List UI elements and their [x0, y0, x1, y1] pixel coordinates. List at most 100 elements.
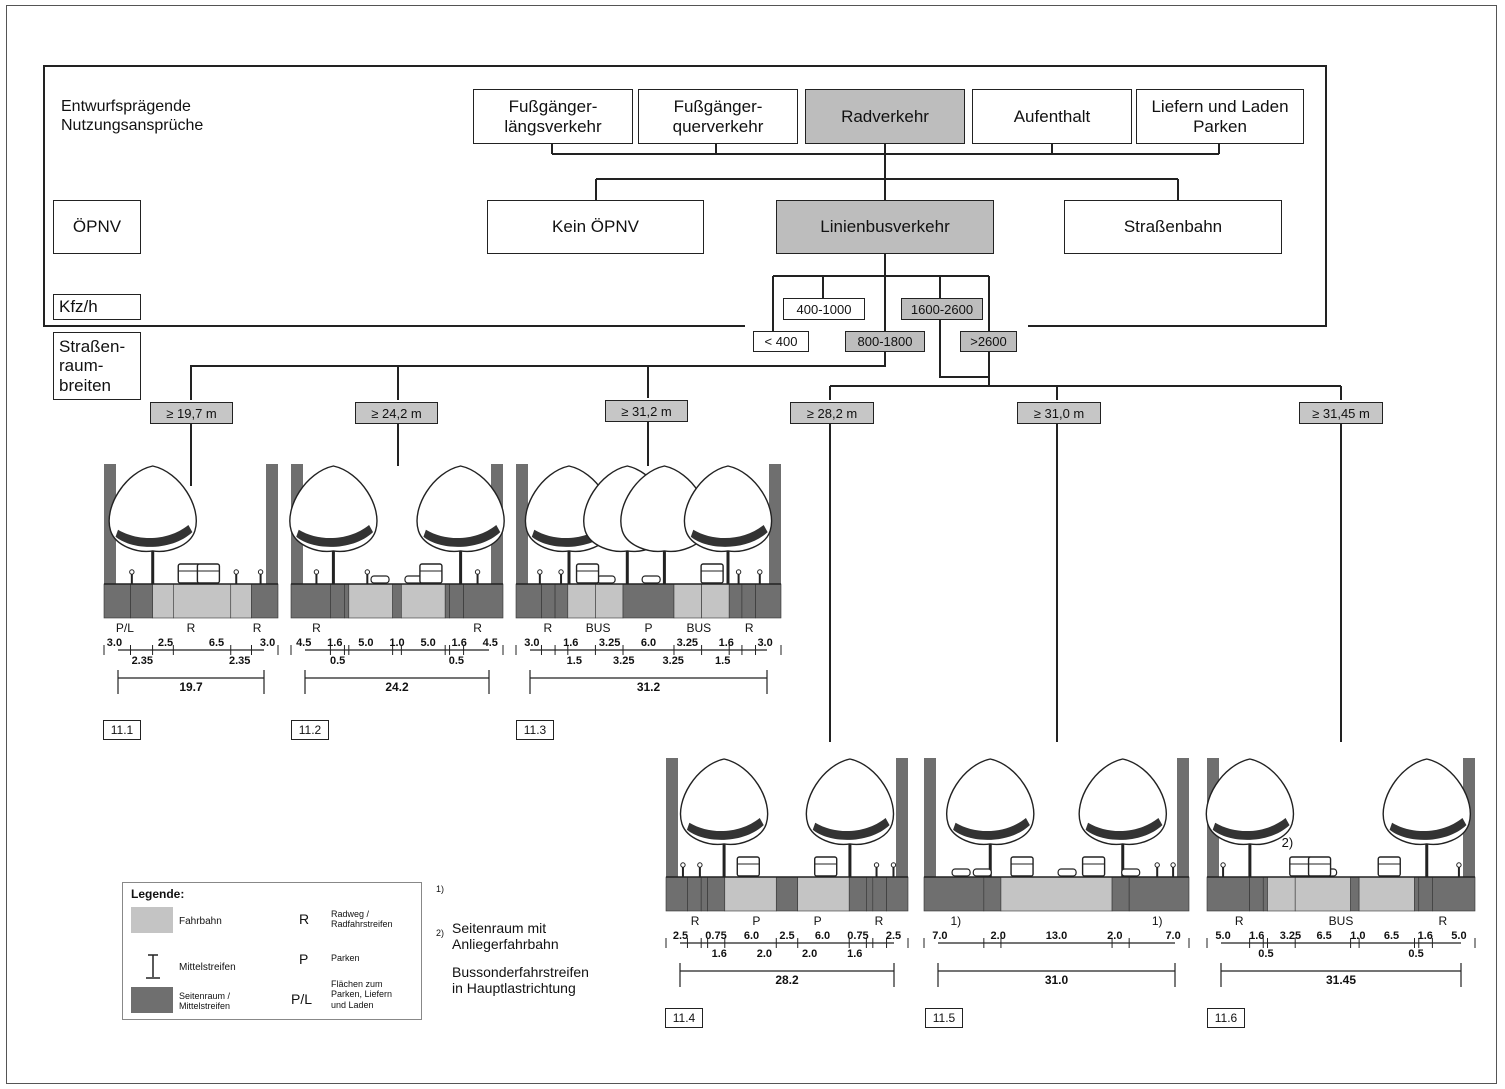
section-11-3-dim-top-4: 3.25 [677, 637, 698, 649]
section-11-3-person-2 [735, 569, 742, 584]
section-11-2-person-1 [364, 569, 371, 584]
section-11-4-person-0 [680, 862, 686, 877]
width-box-31-0: ≥ 31,0 m [1017, 402, 1101, 424]
section-11-1-strip-5 [251, 583, 279, 619]
section-11-2-tree-0 [289, 465, 378, 584]
section-11-6-strip-5 [1350, 876, 1360, 912]
section-id-11-1: 11.1 [103, 720, 141, 740]
section-11-1-person-0-head [129, 569, 135, 575]
section-11-4-strip-9 [872, 876, 887, 912]
section-11-1-strip-0 [103, 583, 131, 619]
footnote-1-marker: 1) [436, 884, 445, 894]
section-11-6-tree-0-shade [1212, 818, 1290, 840]
section-11-3-person-3 [757, 569, 763, 584]
section-11-5-dim-top-0: 7.0 [932, 930, 947, 942]
section-11-5-car-0 [951, 868, 971, 877]
section-11-5-car-1 [972, 868, 992, 877]
section-11-4-strip-8 [866, 876, 874, 912]
section-11-5-dim-top-4: 7.0 [1165, 930, 1180, 942]
section-11-5-tree-0 [946, 758, 1035, 877]
section-11-5-person-0-head [1154, 862, 1160, 868]
section-11-2-label-1: R [473, 621, 482, 635]
section-11-4-person-0-head [680, 862, 686, 868]
section-11-2-strip-2 [344, 583, 350, 619]
section-11-5-total: 31.0 [1045, 973, 1069, 987]
section-11-3-dim-bottom-1: 3.25 [613, 655, 634, 667]
section-11-3-strip-2 [554, 583, 569, 619]
section-11-5-strip-1 [983, 876, 1002, 912]
traffic-label: Kfz/h [53, 294, 141, 320]
section-11-1-label-1: R [187, 621, 196, 635]
section-11-3-person-1-head [558, 569, 564, 575]
section-11-4-strip-5 [775, 876, 799, 912]
section-11-4-person-2 [873, 862, 880, 877]
section-11-3-label-1: BUS [586, 621, 611, 635]
usage-box-pedestrian-longitudinal: Fußgänger- längsverkehr [473, 89, 633, 144]
section-11-2-label-0: R [312, 621, 321, 635]
section-11-3-strip-3 [567, 583, 596, 619]
section-11-4-strip-1 [687, 876, 702, 912]
section-11-5-dim-top-2: 13.0 [1046, 930, 1067, 942]
section-11-3-person-0 [537, 569, 543, 584]
footnote-1-text: Seitenraum mit Anliegerfahrbahn [452, 919, 559, 953]
section-11-4-dim-top-3: 2.5 [779, 930, 794, 942]
section-11-2-person-0-head [313, 569, 320, 575]
section-11-5-tree-0-shade [953, 818, 1030, 840]
section-11-6-strip-6 [1358, 876, 1415, 912]
section-11-4-person-1-head [697, 862, 703, 868]
legend-text-delivery: Flächen zum Parken, Liefern und Laden [331, 979, 393, 1010]
legend-text-median: Mittelstreifen [179, 962, 236, 973]
section-11-3-tree-3-shade [690, 525, 768, 547]
usage-requirements-label: Entwurfsprägende Nutzungsansprüche [61, 98, 204, 135]
section-11-4-dim-top-4: 6.0 [815, 930, 830, 942]
section-11-6-tree-0 [1205, 758, 1295, 877]
section-11-6-strip-9 [1432, 876, 1476, 912]
section-11-4-dim-top-2: 6.0 [744, 930, 759, 942]
section-11-1-dim-bottom-0: 2.35 [132, 655, 153, 667]
section-11-6-tree-1-shade [1389, 818, 1467, 840]
section-11-4-strip-7 [848, 876, 867, 912]
section-11-2-tree-1-crown [416, 465, 505, 553]
section-11-4-tree-1 [805, 758, 895, 877]
section-11-4-strip-2 [700, 876, 708, 912]
section-11-5-bus-1-body [1081, 856, 1106, 877]
section-11-2-strip-3 [348, 583, 393, 619]
section-11-2-dim-top-1: 1.6 [327, 637, 342, 649]
traffic-box-400-1000: 400-1000 [783, 298, 865, 320]
section-11-1-strip-2 [152, 583, 174, 619]
section-11-6-total: 31.45 [1326, 973, 1356, 987]
section-11-2-strip-4 [392, 583, 402, 619]
section-11-6-dim-top-3: 6.5 [1317, 930, 1332, 942]
section-11-6-tree-1 [1382, 758, 1471, 877]
section-11-6-strip-1 [1249, 876, 1264, 912]
opnv-label: ÖPNV [53, 200, 141, 254]
section-11-4-tree-0-crown [679, 758, 769, 846]
section-11-4-person-3 [890, 862, 897, 877]
section-11-2-dim-top-0: 4.5 [296, 637, 311, 649]
section-11-6-person-0-head [1220, 862, 1226, 868]
section-11-2-person-0 [313, 569, 320, 584]
width-box-19-7: ≥ 19,7 m [150, 402, 233, 424]
section-11-6-label-2: R [1439, 914, 1448, 928]
section-11-6-dim-top-2: 3.25 [1280, 930, 1301, 942]
section-11-4-label-0: R [691, 914, 700, 928]
traffic-box-800-1800: 800-1800 [845, 331, 925, 352]
section-11-3-strip-4 [595, 583, 624, 619]
section-11-3-person-2-head [735, 569, 742, 575]
section-11-1-strip-4 [230, 583, 252, 619]
section-11-3-strip-9 [741, 583, 756, 619]
footnote-2-marker: 2) [436, 928, 445, 938]
section-11-5-wall-left [924, 758, 936, 911]
width-box-24-2: ≥ 24,2 m [355, 402, 438, 424]
section-11-3-wall-left [516, 464, 528, 618]
section-11-5-wall-right [1177, 758, 1189, 911]
section-11-3-label-0: R [543, 621, 552, 635]
section-11-2-dim-top-5: 1.6 [452, 637, 467, 649]
section-11-3-dim-bottom-3: 1.5 [715, 655, 730, 667]
section-11-2-dim-bottom-1: 0.5 [449, 655, 464, 667]
section-11-4-person-3-head [890, 862, 897, 868]
section-11-5-bus-0-body [1010, 856, 1034, 877]
legend: Legende: Fahrbahn R Radweg / Radfahrstre… [122, 882, 422, 1020]
